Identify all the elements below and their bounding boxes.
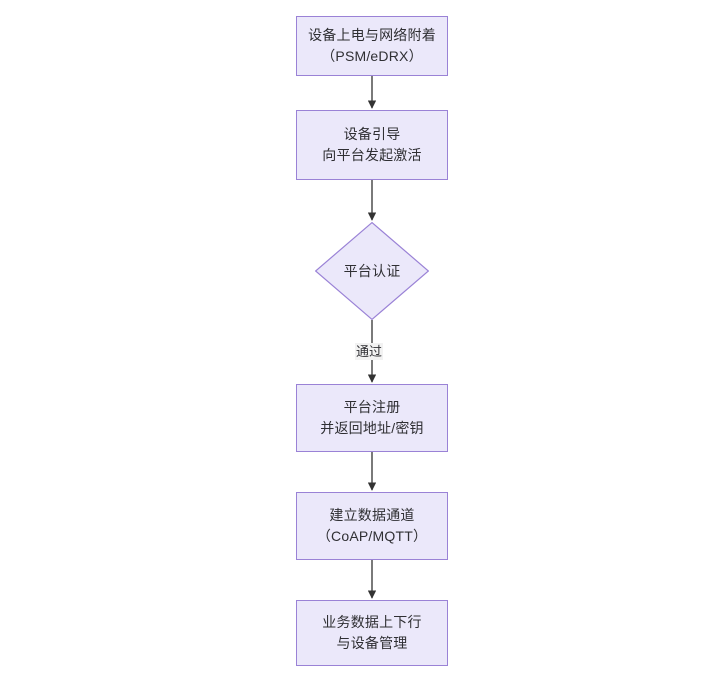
diamond-shape-icon: [315, 222, 429, 320]
node-platform-authentication[interactable]: 平台认证: [315, 222, 429, 320]
node-line: 平台认证: [343, 262, 401, 279]
node-line: 平台注册: [343, 399, 401, 415]
node-line: 与设备管理: [336, 635, 408, 651]
node-business-data-and-device-management[interactable]: 业务数据上下行 与设备管理: [296, 600, 448, 666]
node-line: （PSM/eDRX）: [321, 48, 423, 64]
edge-label-pass: 通过: [355, 343, 384, 360]
node-device-bootstrap[interactable]: 设备引导 向平台发起激活: [296, 110, 448, 180]
node-line: 设备上电与网络附着: [308, 27, 436, 43]
node-line: 建立数据通道: [329, 507, 415, 523]
node-line: 业务数据上下行: [322, 614, 422, 630]
node-line: 设备引导: [343, 126, 401, 142]
node-line: （CoAP/MQTT）: [316, 528, 428, 544]
node-line: 并返回地址/密钥: [320, 420, 424, 436]
node-platform-registration[interactable]: 平台注册 并返回地址/密钥: [296, 384, 448, 452]
node-line: 向平台发起激活: [322, 147, 422, 163]
node-establish-data-channel[interactable]: 建立数据通道 （CoAP/MQTT）: [296, 492, 448, 560]
node-device-power-on[interactable]: 设备上电与网络附着 （PSM/eDRX）: [296, 16, 448, 76]
